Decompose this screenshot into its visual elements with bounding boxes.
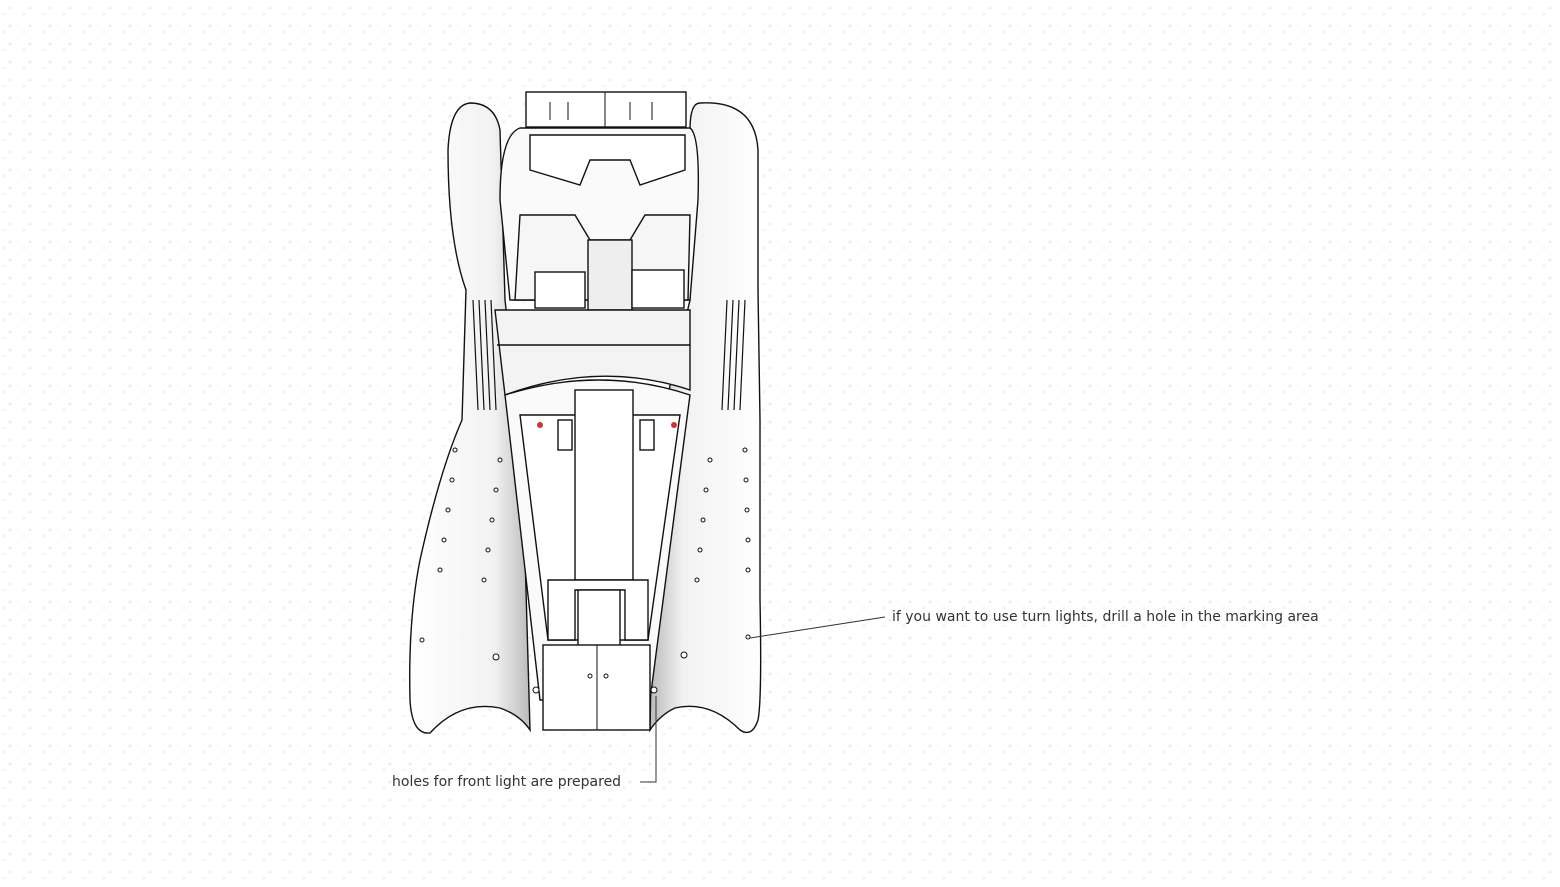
annotation-front-light: holes for front light are prepared <box>392 774 622 790</box>
left-fender <box>409 102 531 734</box>
leader-turn-lights <box>749 616 886 639</box>
rivet-holes <box>419 447 751 694</box>
right-fender <box>649 102 762 734</box>
leader-front-light <box>640 696 657 783</box>
annotation-turn-lights: if you want to use turn lights, drill a … <box>892 609 1319 625</box>
dashboard <box>494 309 691 396</box>
top-intake <box>525 91 687 128</box>
